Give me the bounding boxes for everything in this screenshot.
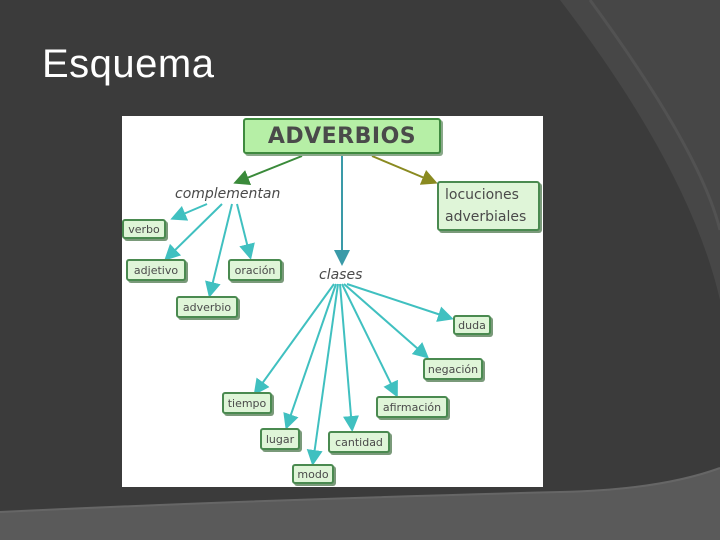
node-modo: modo xyxy=(292,464,334,484)
node-verbo: verbo xyxy=(122,219,166,239)
arrow-to-verbo xyxy=(170,203,208,221)
node-locuciones-line1: locuciones xyxy=(445,187,519,203)
arrow-to-negacion xyxy=(343,283,430,359)
arrow-to-adjetivo xyxy=(164,203,223,261)
node-duda: duda xyxy=(453,315,491,335)
concept-map: ADVERBIOS complementan clases locuciones… xyxy=(122,116,543,487)
node-oracion: oración xyxy=(228,259,282,281)
link-label-complementan: complementan xyxy=(175,186,281,202)
arrow-to-locuciones xyxy=(371,155,438,185)
node-afirmacion: afirmación xyxy=(376,396,448,418)
node-adverbios: ADVERBIOS xyxy=(243,118,441,154)
node-cantidad: cantidad xyxy=(328,431,390,453)
connector-lines xyxy=(164,155,454,466)
arrow-to-complementan xyxy=(233,155,303,185)
arrow-to-tiempo xyxy=(253,283,335,396)
node-locuciones-line2: adverbiales xyxy=(445,209,527,225)
arrow-to-afirmacion xyxy=(341,283,398,398)
arrow-to-adverbio xyxy=(205,203,233,298)
node-tiempo: tiempo xyxy=(222,392,272,414)
link-label-clases: clases xyxy=(319,267,363,283)
slide-title: Esquema xyxy=(42,42,215,86)
node-negacion: negación xyxy=(423,358,483,380)
node-lugar: lugar xyxy=(260,428,300,450)
arrow-to-lugar xyxy=(283,283,337,430)
node-locuciones-adverbiales: locuciones adverbiales xyxy=(437,181,540,231)
arrow-to-oracion xyxy=(236,203,255,260)
arrow-to-duda xyxy=(346,283,454,322)
node-adverbio: adverbio xyxy=(176,296,238,318)
arrow-to-modo xyxy=(306,283,339,466)
node-adjetivo: adjetivo xyxy=(126,259,186,281)
arrow-to-cantidad xyxy=(339,283,359,432)
